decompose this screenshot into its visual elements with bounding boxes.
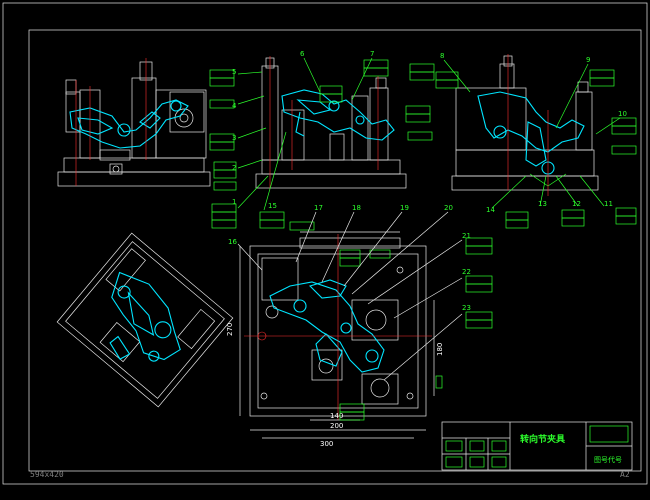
balloon-5: 5 — [232, 68, 236, 76]
dimension-overall-width: 300 — [320, 440, 333, 448]
balloon-11: 11 — [604, 200, 613, 208]
plan-view[interactable]: 200 300 140 270 180 — [226, 231, 444, 448]
outer-sheet-border — [2, 2, 648, 485]
balloon-3: 3 — [232, 134, 236, 142]
balloon-2: 2 — [232, 164, 236, 172]
leader-lines — [237, 57, 621, 381]
sheet-format-label: A2 — [620, 470, 630, 479]
title-block[interactable]: 转向节夹具 图号代号 — [441, 421, 633, 471]
balloon-19: 19 — [400, 204, 409, 212]
drawing-title: 转向节夹具 — [520, 433, 565, 445]
sheet-size-label: 594x420 — [30, 470, 64, 479]
annotation-notes — [209, 59, 637, 421]
side-view[interactable] — [255, 56, 407, 189]
balloon-1: 1 — [232, 198, 236, 206]
balloon-15: 15 — [268, 202, 277, 210]
balloon-14: 14 — [486, 206, 495, 214]
balloon-8: 8 — [440, 52, 444, 60]
dimension-side: 180 — [436, 343, 444, 356]
drawing-number: 图号代号 — [594, 455, 622, 464]
balloons: 1 2 3 4 5 6 7 8 9 10 11 12 13 14 15 16 1… — [228, 50, 627, 312]
front-view[interactable] — [57, 58, 211, 187]
isometric-view[interactable] — [56, 232, 234, 408]
balloon-22: 22 — [462, 268, 471, 276]
dimension-inner: 140 — [330, 412, 343, 420]
balloon-16: 16 — [228, 238, 237, 246]
end-view[interactable] — [451, 54, 599, 196]
balloon-23: 23 — [462, 304, 471, 312]
balloon-4: 4 — [232, 102, 237, 110]
balloon-6: 6 — [300, 50, 305, 58]
balloon-21: 21 — [462, 232, 471, 240]
balloon-20: 20 — [444, 204, 453, 212]
balloon-9: 9 — [586, 56, 590, 64]
balloon-7: 7 — [370, 50, 374, 58]
inner-drawing-frame — [28, 29, 642, 472]
balloon-18: 18 — [352, 204, 361, 212]
balloon-13: 13 — [538, 200, 547, 208]
dimension-width: 200 — [330, 422, 343, 430]
balloon-17: 17 — [314, 204, 323, 212]
balloon-12: 12 — [572, 200, 581, 208]
dimension-height: 270 — [226, 323, 234, 336]
balloon-10: 10 — [618, 110, 627, 118]
